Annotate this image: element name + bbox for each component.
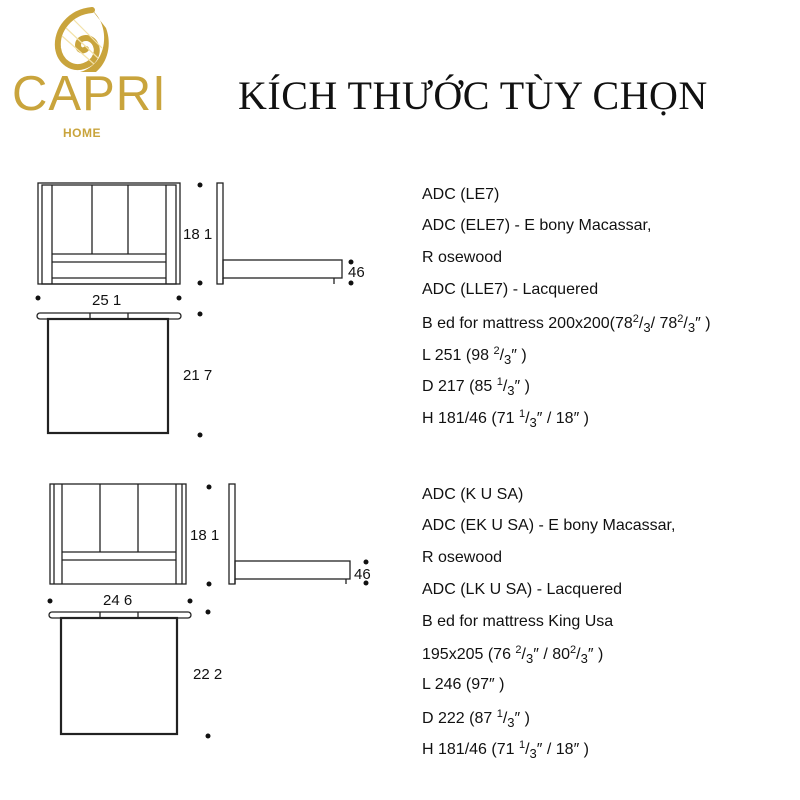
model1-low-height-label: 46	[348, 264, 365, 281]
model2-spec-code: ADC (K U SA)	[422, 486, 524, 503]
model2-side-view	[228, 483, 351, 585]
model1-spec-mattress: B ed for mattress 200x200(782/3/ 782/3″ …	[422, 313, 711, 335]
model2-low-height-label: 46	[354, 566, 371, 583]
model2-spec-height: H 181/46 (71 1/3″ / 18″ )	[422, 739, 589, 761]
model2-spec-lacquered: ADC (LK U SA) - Lacquered	[422, 581, 623, 598]
logo-wordmark: CAPRI	[12, 67, 167, 121]
model1-height-label: 18 1	[183, 226, 213, 243]
model1-depth-label: 21 7	[183, 367, 213, 384]
model1-spec-height: H 181/46 (71 1/3″ / 18″ )	[422, 408, 589, 430]
dimension-markers	[35, 182, 369, 739]
model1-top-view	[36, 312, 182, 435]
logo-subtitle: HOME	[63, 126, 101, 140]
model2-spec-mattress: B ed for mattress King Usa	[422, 613, 614, 630]
model1-front-view	[37, 182, 181, 285]
page-title: KÍCH THƯỚC TÙY CHỌN	[238, 73, 708, 118]
model2-spec-depth: D 222 (87 1/3″ )	[422, 708, 530, 730]
model1-spec-length: L 251 (98 2/3″ )	[422, 345, 527, 367]
model2-depth-label: 22 2	[193, 666, 223, 683]
model2-spec-size: 195x205 (76 2/3″ / 802/3″ )	[422, 644, 604, 666]
model2-height-label: 18 1	[190, 527, 220, 544]
model1-spec-lacquered: ADC (LLE7) - Lacquered	[422, 281, 599, 298]
model1-side-view	[216, 182, 343, 285]
model2-spec-ebony: ADC (EK U SA) - E bony Macassar,	[422, 517, 676, 534]
model1-spec-ebony: ADC (ELE7) - E bony Macassar,	[422, 217, 652, 234]
model2-top-view	[48, 611, 192, 736]
model1-spec-depth: D 217 (85 1/3″ )	[422, 376, 530, 398]
model2-spec-rosewood: R osewood	[422, 549, 503, 566]
model1-width-label: 25 1	[92, 292, 122, 309]
model1-spec-rosewood: R osewood	[422, 249, 503, 266]
model2-width-label: 24 6	[103, 592, 133, 609]
model2-spec-length: L 246 (97″ )	[422, 676, 505, 693]
model1-spec-code: ADC (LE7)	[422, 186, 500, 203]
model2-front-view	[49, 483, 187, 585]
